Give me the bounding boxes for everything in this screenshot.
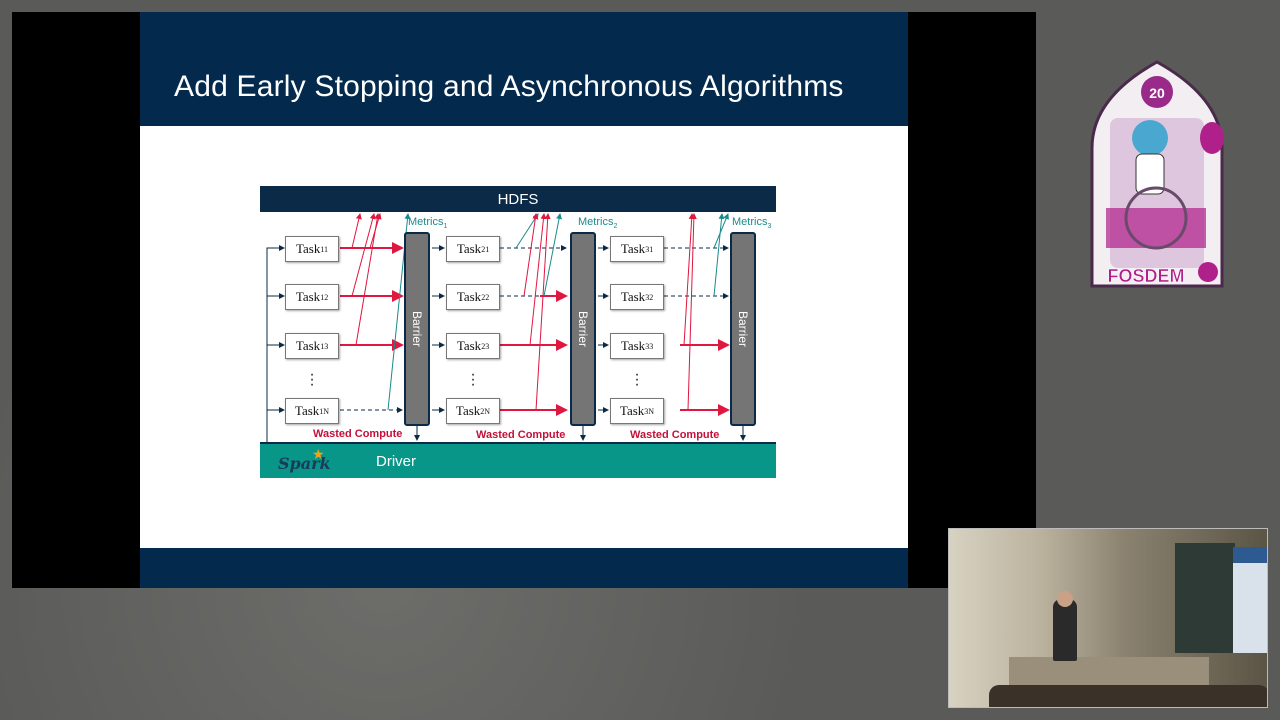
hdfs-storage-bar: HDFS	[260, 186, 776, 212]
audience	[989, 685, 1267, 707]
barrier-label: Barrier	[410, 310, 424, 348]
driver-label: Driver	[376, 453, 416, 470]
speaker-figure	[1053, 599, 1077, 661]
wasted-compute-label: Wasted Compute	[630, 429, 720, 441]
badge-text: FOSDEM	[1107, 266, 1184, 286]
metrics-label-2: Metrics2	[578, 216, 618, 231]
slide: Add Early Stopping and Asynchronous Algo…	[140, 12, 908, 588]
ellipsis-icon: ···	[309, 366, 315, 393]
fosdem-badge-logo: 20 FOSDEM	[1090, 60, 1224, 288]
metrics-label-3: Metrics3	[732, 216, 772, 231]
barrier-3: Barrier	[730, 232, 756, 426]
slide-header: Add Early Stopping and Asynchronous Algo…	[140, 12, 908, 126]
barrier-1: Barrier	[404, 232, 430, 426]
barrier-2: Barrier	[570, 232, 596, 426]
barrier-label: Barrier	[576, 310, 590, 348]
wasted-compute-label: Wasted Compute	[313, 428, 403, 440]
speaker-video-inset	[948, 528, 1268, 708]
barrier-label: Barrier	[736, 310, 750, 348]
spark-star-icon: ★	[312, 446, 325, 462]
ellipsis-icon: ···	[634, 366, 640, 393]
ellipsis-icon: ···	[470, 366, 476, 393]
slide-footer	[140, 548, 908, 588]
badge-year: 20	[1149, 85, 1165, 101]
spark-logo: Spark	[278, 454, 331, 473]
metrics-label-1: Metrics1	[408, 216, 448, 231]
driver-bar: Spark ★ Driver	[260, 442, 776, 478]
slide-title: Add Early Stopping and Asynchronous Algo…	[174, 70, 844, 103]
wasted-compute-label: Wasted Compute	[476, 429, 566, 441]
